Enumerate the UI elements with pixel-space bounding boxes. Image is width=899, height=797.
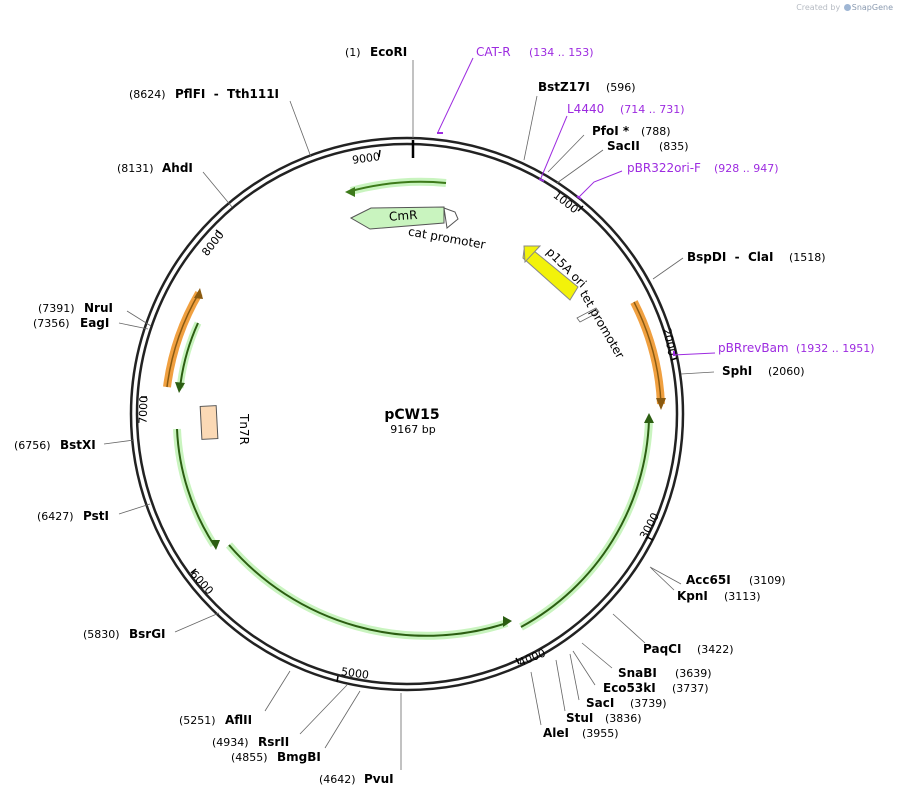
primer-range-cat-r: (134 .. 153) <box>529 46 594 59</box>
left-site-labels: (1) EcoRI (8624) PflFI - Tth111I (8131) … <box>14 45 407 786</box>
site-name-ahdi: AhdI <box>162 161 193 175</box>
green-feature-bottom <box>225 542 512 640</box>
site-pos-saci: (3739) <box>630 697 667 710</box>
site-name-snabi: SnaBI <box>618 666 657 680</box>
green-feature-right <box>519 413 654 631</box>
site-pos-nrui: (7391) <box>38 302 75 315</box>
plasmid-name: pCW15 <box>384 407 439 423</box>
site-name-stui: StuI <box>566 711 593 725</box>
right-site-labels: BstZ17I (596) PfoI * (788) SacII (835) B… <box>538 80 826 740</box>
tick-label-6000: 6000 <box>187 568 215 598</box>
tet-promoter-feature <box>576 307 600 323</box>
site-name-saci: SacI <box>586 696 614 710</box>
p15a-ori-feature: p15A ori <box>522 245 589 301</box>
credit-brand: SnapGene <box>851 3 893 12</box>
site-pos-sacii: (835) <box>659 140 689 153</box>
site-name-bsrgi: BsrGI <box>129 627 166 641</box>
site-name-pflfi: PflFI - Tth111I <box>175 87 279 101</box>
site-pos-sphi: (2060) <box>768 365 805 378</box>
tn7r-feature: Tn7R <box>199 405 251 445</box>
feature-label-cmr: CmR <box>389 208 418 224</box>
site-name-bmgbi: BmgBI <box>277 750 321 764</box>
site-pos-rsrii: (4934) <box>212 736 249 749</box>
site-name-sphi: SphI <box>722 364 752 378</box>
site-name-eco53ki: Eco53kI <box>603 681 656 695</box>
site-pos-psti: (6427) <box>37 510 74 523</box>
site-name-bstz17i: BstZ17I <box>538 80 590 94</box>
site-pos-eco53ki: (3737) <box>672 682 709 695</box>
site-pos-pvui: (4642) <box>319 773 356 786</box>
site-name-eagi: EagI <box>80 316 109 330</box>
site-name-kpni: KpnI <box>677 589 708 603</box>
green-feature-left-inner <box>175 321 202 393</box>
green-feature-top <box>345 177 447 197</box>
site-name-paqci: PaqCI <box>643 642 681 656</box>
tick-label-9000: 9000 <box>351 150 381 167</box>
site-name-rsrii: RsrII <box>258 735 289 749</box>
site-name-nrui: NruI <box>84 301 113 315</box>
site-pos-bsrgi: (5830) <box>83 628 120 641</box>
site-name-pvui: PvuI <box>364 772 394 786</box>
site-pos-bspdi: (1518) <box>789 251 826 264</box>
primer-labels: CAT-R (134 .. 153) L4440 (714 .. 731) pB… <box>476 45 875 355</box>
primer-range-pbr322ori-f: (928 .. 947) <box>714 162 779 175</box>
tick-label-8000: 8000 <box>199 228 226 258</box>
site-name-ecori: EcoRI <box>370 45 407 59</box>
site-name-acc65i: Acc65I <box>686 573 731 587</box>
site-pos-alei: (3955) <box>582 727 619 740</box>
feature-label-tet-promoter: tet promoter <box>577 288 627 361</box>
snapgene-credit: Created by SnapGene <box>796 3 893 12</box>
site-name-aflii: AflII <box>225 713 252 727</box>
primer-range-l4440: (714 .. 731) <box>620 103 685 116</box>
primer-name-pbr322ori-f: pBR322ori-F <box>627 161 701 175</box>
cmr-feature: CmR <box>349 206 459 230</box>
site-name-pfoi: PfoI * <box>592 124 630 138</box>
plasmid-length: 9167 bp <box>390 423 435 436</box>
orange-feature-right <box>630 300 666 410</box>
site-leader-lines <box>103 60 715 770</box>
site-pos-aflii: (5251) <box>179 714 216 727</box>
primer-name-pbrrevbam: pBRrevBam <box>718 341 789 355</box>
site-name-psti: PstI <box>83 509 109 523</box>
site-pos-kpni: (3113) <box>724 590 761 603</box>
site-pos-ecori: (1) <box>345 46 361 59</box>
site-name-bstxi: BstXI <box>60 438 96 452</box>
feature-label-tn7r: Tn7R <box>237 413 251 445</box>
site-pos-ahdi: (8131) <box>117 162 154 175</box>
site-pos-pflfi: (8624) <box>129 88 166 101</box>
site-name-bspdi: BspDI - ClaI <box>687 250 773 264</box>
site-pos-paqci: (3422) <box>697 643 734 656</box>
site-pos-bmgbi: (4855) <box>231 751 268 764</box>
tick-label-4000: 4000 <box>517 646 548 669</box>
site-pos-stui: (3836) <box>605 712 642 725</box>
primer-name-cat-r: CAT-R <box>476 45 511 59</box>
site-pos-eagi: (7356) <box>33 317 70 330</box>
site-pos-pfoi: (788) <box>641 125 671 138</box>
primer-leader-lines <box>437 57 716 356</box>
site-pos-bstxi: (6756) <box>14 439 51 452</box>
primer-name-l4440: L4440 <box>567 102 604 116</box>
site-name-sacii: SacII <box>607 139 640 153</box>
site-name-alei: AleI <box>543 726 569 740</box>
plasmid-backbone <box>129 136 685 692</box>
tick-label-7000: 7000 <box>137 396 151 424</box>
snapgene-logo-icon <box>843 4 851 11</box>
orange-feature-left <box>163 288 203 388</box>
green-feature-left <box>173 428 220 550</box>
credit-prefix: Created by <box>796 3 841 12</box>
site-pos-bstz17i: (596) <box>606 81 636 94</box>
tick-label-1000: 1000 <box>551 189 581 216</box>
primer-range-pbrrevbam: (1932 .. 1951) <box>796 342 875 355</box>
tick-label-2000: 2000 <box>660 327 679 357</box>
site-pos-acc65i: (3109) <box>749 574 786 587</box>
site-pos-snabi: (3639) <box>675 667 712 680</box>
tick-label-5000: 5000 <box>340 665 370 682</box>
